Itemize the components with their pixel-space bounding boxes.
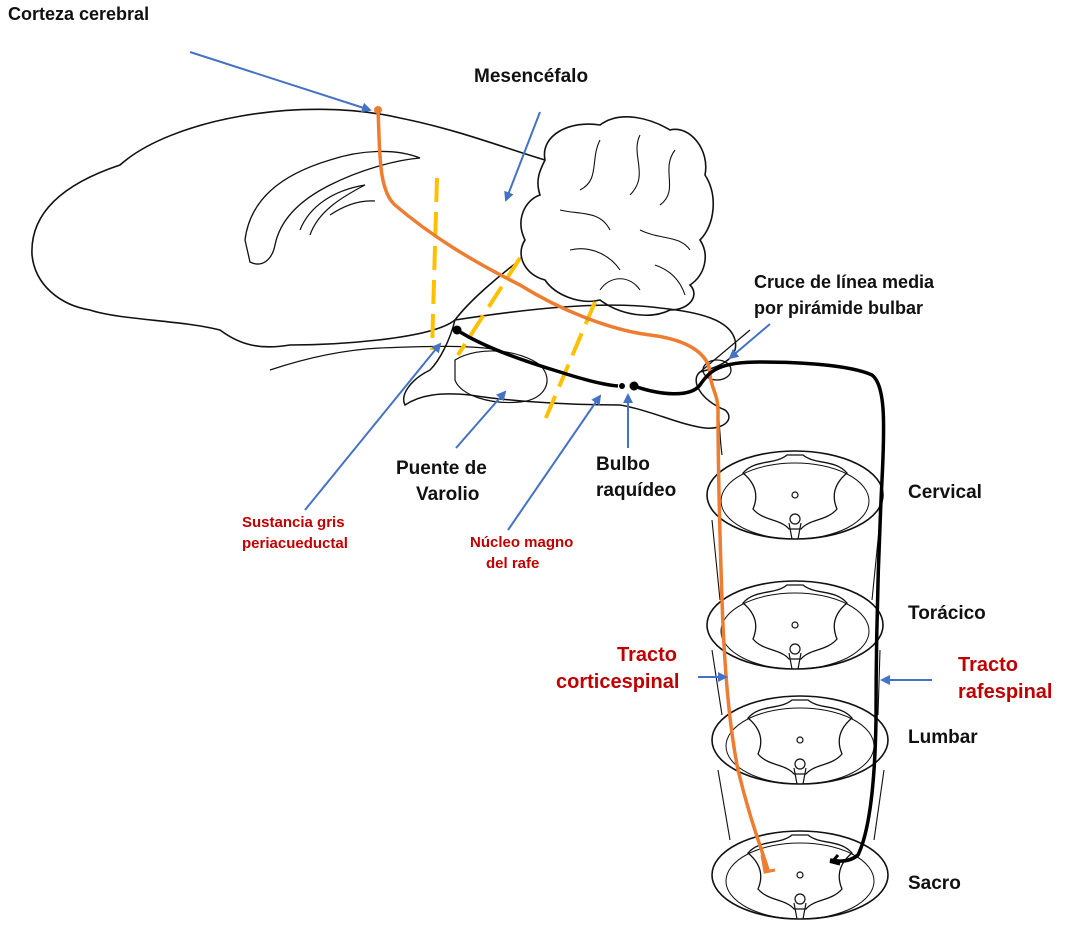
label-toracico: Torácico (908, 603, 986, 625)
label-puente-line2: Varolio (416, 484, 479, 506)
arrow-nucleo (508, 396, 600, 530)
label-bulbo-line1: Bulbo (596, 454, 650, 476)
cerebellum-outline (521, 117, 713, 315)
label-cervical: Cervical (908, 482, 982, 504)
label-cruce-line2: por pirámide bulbar (754, 298, 923, 319)
label-cruce-line1: Cruce de línea media (754, 272, 934, 293)
label-puente-line1: Puente de (396, 458, 487, 480)
label-nucleo-line2: del rafe (486, 555, 539, 572)
spinal-section-thoracic (707, 581, 883, 669)
label-nucleo-line1: Núcleo magno (470, 534, 573, 551)
label-sustancia-line2: periacueductal (242, 535, 348, 552)
brainstem-upper-line (270, 346, 500, 370)
inner-curve (330, 201, 375, 215)
arrow-corteza (190, 52, 370, 110)
arrow-puente (456, 392, 505, 448)
label-corteza-cerebral: Corteza cerebral (8, 4, 149, 25)
spinal-section-cervical (707, 451, 883, 539)
label-lumbar: Lumbar (908, 727, 978, 749)
periaqueductal-dot (453, 326, 462, 335)
rafespinal-upper (457, 330, 618, 386)
corpus-callosum (245, 151, 420, 264)
raphe-dot-1 (619, 383, 625, 389)
label-sustancia-line1: Sustancia gris (242, 514, 345, 531)
label-tracto-rafespinal-line2: rafespinal (958, 681, 1052, 704)
cerebrum-outline (32, 109, 553, 347)
label-tracto-rafespinal-line1: Tracto (958, 654, 1018, 677)
label-tracto-corticespinal-line2: corticespinal (556, 671, 679, 694)
dash-midbrain-rostral (432, 178, 437, 350)
label-bulbo-line2: raquídeo (596, 480, 676, 502)
label-sacro: Sacro (908, 873, 961, 895)
cortex-origin-dot (374, 106, 382, 114)
label-tracto-corticespinal-line1: Tracto (617, 644, 677, 667)
fornix-curve (300, 185, 365, 235)
arrow-mesencefalo (506, 112, 540, 200)
label-mesencefalo: Mesencéfalo (474, 66, 588, 88)
